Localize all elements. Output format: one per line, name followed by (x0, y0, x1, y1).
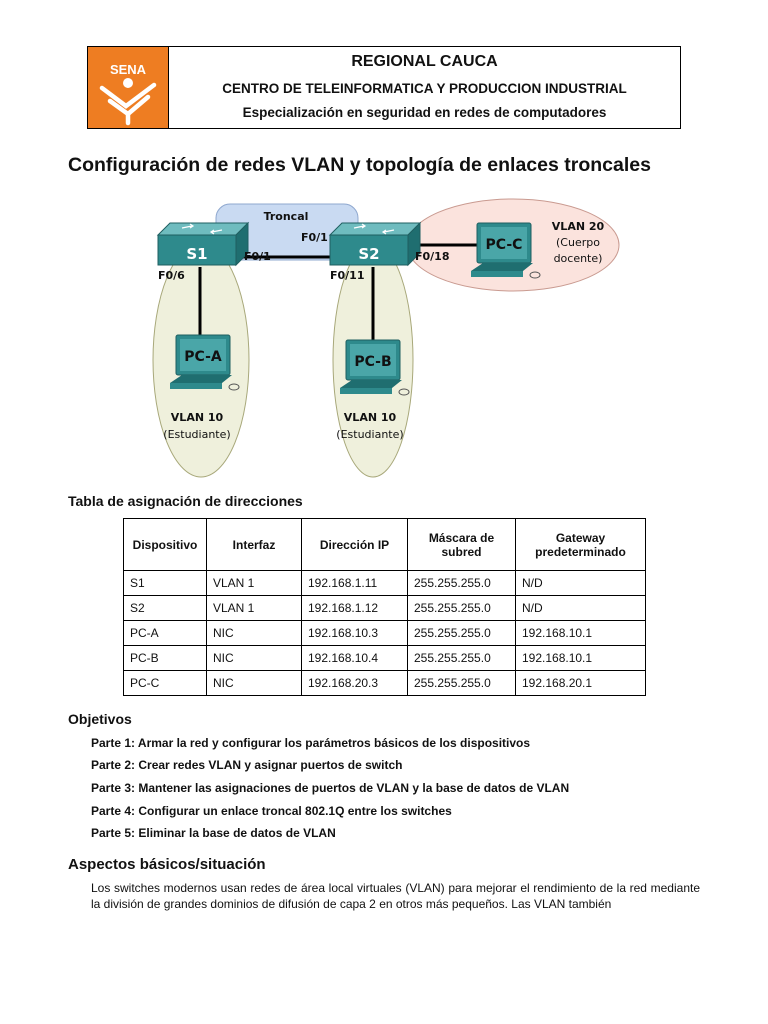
table-row: S2 VLAN 1 192.168.1.12 255.255.255.0 N/D (123, 595, 646, 621)
cell-gateway: N/D (515, 570, 646, 596)
vlan-b-desc: (Estudiante) (336, 428, 403, 441)
cell-gateway: 192.168.10.1 (515, 645, 646, 671)
cell-interface: NIC (206, 670, 302, 696)
table-header-row: Dispositivo Interfaz Dirección IP Máscar… (123, 518, 646, 571)
cell-ip: 192.168.20.3 (301, 670, 408, 696)
port-s2-pcb-label: F0/11 (330, 269, 365, 282)
header-specialization: Especialización en seguridad en redes de… (242, 105, 607, 120)
objective-item: Parte 1: Armar la red y configurar los p… (91, 736, 531, 750)
cell-device: PC-B (123, 645, 207, 671)
col-header-gateway: Gateway predeterminado (515, 518, 646, 571)
col-header-interface: Interfaz (206, 518, 302, 571)
switch-s1: S1 (156, 221, 250, 267)
vlan-c-desc-2: docente) (554, 252, 603, 265)
cell-ip: 192.168.10.3 (301, 620, 408, 646)
cell-mask: 255.255.255.0 (407, 620, 516, 646)
pc-b-label: PC-B (354, 354, 391, 370)
topology-diagram: Troncal S1 S2 F0/1 F0/1 F0/6 F0/11 F0/18 (152, 198, 620, 478)
col-header-mask: Máscara de subred (407, 518, 516, 571)
objectives-title: Objetivos (68, 711, 132, 727)
port-s2-trunk-label: F0/1 (301, 231, 328, 244)
pc-c-label: PC-C (486, 237, 523, 253)
cell-device: PC-C (123, 670, 207, 696)
cell-gateway: 192.168.10.1 (515, 620, 646, 646)
trunk-label: Troncal (264, 210, 309, 223)
vlan-c-label: VLAN 20 (552, 220, 605, 233)
cell-ip: 192.168.10.4 (301, 645, 408, 671)
background-title: Aspectos básicos/situación (68, 856, 266, 873)
cell-interface: VLAN 1 (206, 595, 302, 621)
page-title: Configuración de redes VLAN y topología … (68, 154, 651, 176)
cell-device: PC-A (123, 620, 207, 646)
table-row: PC-C NIC 192.168.20.3 255.255.255.0 192.… (123, 670, 646, 696)
cell-mask: 255.255.255.0 (407, 670, 516, 696)
vlan-c-desc-1: (Cuerpo (556, 236, 600, 249)
cell-ip: 192.168.1.11 (301, 570, 408, 596)
cell-device: S1 (123, 570, 207, 596)
port-s2-pcc-label: F0/18 (415, 250, 450, 263)
cell-interface: VLAN 1 (206, 570, 302, 596)
col-header-device: Dispositivo (123, 518, 207, 571)
address-table-title: Tabla de asignación de direcciones (68, 493, 303, 509)
objective-item: Parte 5: Eliminar la base de datos de VL… (91, 826, 336, 840)
cell-mask: 255.255.255.0 (407, 570, 516, 596)
cell-interface: NIC (206, 620, 302, 646)
sena-logo: SENA (88, 47, 169, 128)
col-header-ip: Dirección IP (301, 518, 408, 571)
header-text: REGIONAL CAUCA CENTRO DE TELEINFORMATICA… (169, 47, 680, 128)
table-row: PC-B NIC 192.168.10.4 255.255.255.0 192.… (123, 645, 646, 671)
objective-item: Parte 2: Crear redes VLAN y asignar puer… (91, 758, 403, 772)
document-header: SENA REGIONAL CAUCA CENTRO DE TELEINFORM… (87, 46, 681, 129)
switch-s2: S2 (328, 221, 422, 267)
logo-text: SENA (110, 62, 147, 77)
background-paragraph: Los switches modernos usan redes de área… (91, 881, 700, 911)
cell-device: S2 (123, 595, 207, 621)
header-subtitle: CENTRO DE TELEINFORMATICA Y PRODUCCION I… (222, 81, 627, 96)
objective-item: Parte 4: Configurar un enlace troncal 80… (91, 804, 452, 818)
pc-a-label: PC-A (184, 349, 222, 365)
switch-s2-label: S2 (358, 245, 379, 263)
switch-s1-label: S1 (186, 245, 207, 263)
cell-gateway: N/D (515, 595, 646, 621)
pc-a: PC-A (170, 334, 240, 391)
cell-mask: 255.255.255.0 (407, 595, 516, 621)
address-table: Dispositivo Interfaz Dirección IP Máscar… (123, 518, 646, 696)
cell-gateway: 192.168.20.1 (515, 670, 646, 696)
port-s1-pca-label: F0/6 (158, 269, 185, 282)
objective-item: Parte 3: Mantener las asignaciones de pu… (91, 781, 570, 795)
table-row: PC-A NIC 192.168.10.3 255.255.255.0 192.… (123, 620, 646, 646)
cell-mask: 255.255.255.0 (407, 645, 516, 671)
table-row: S1 VLAN 1 192.168.1.11 255.255.255.0 N/D (123, 570, 646, 596)
header-title: REGIONAL CAUCA (351, 53, 498, 70)
port-s1-trunk-label: F0/1 (244, 250, 271, 263)
cell-ip: 192.168.1.12 (301, 595, 408, 621)
pc-c: PC-C (471, 222, 541, 279)
pc-b: PC-B (340, 339, 410, 396)
vlan-b-label: VLAN 10 (344, 411, 397, 424)
cell-interface: NIC (206, 645, 302, 671)
vlan-a-label: VLAN 10 (171, 411, 224, 424)
vlan-a-desc: (Estudiante) (163, 428, 230, 441)
